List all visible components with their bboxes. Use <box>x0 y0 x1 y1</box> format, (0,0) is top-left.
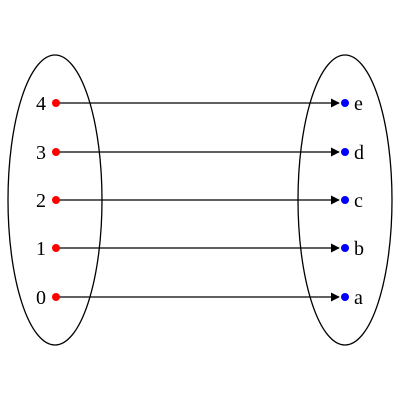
codomain-point <box>341 196 349 204</box>
codomain-point <box>341 99 349 107</box>
domain-point <box>52 244 60 252</box>
domain-label: 3 <box>36 142 46 164</box>
domain-point <box>52 99 60 107</box>
codomain-label: c <box>354 190 363 212</box>
domain-label: 0 <box>36 287 46 309</box>
codomain-label: e <box>354 93 363 115</box>
codomain-elements: e d c b a <box>341 93 364 309</box>
codomain-point <box>341 244 349 252</box>
codomain-label: a <box>354 287 363 309</box>
domain-point <box>52 196 60 204</box>
arrows-layer <box>56 98 340 302</box>
codomain-label: d <box>354 142 364 164</box>
domain-elements: 4 3 2 1 0 <box>36 93 60 309</box>
domain-label: 2 <box>36 190 46 212</box>
codomain-label: b <box>354 238 364 260</box>
codomain-point <box>341 148 349 156</box>
domain-label: 1 <box>36 238 46 260</box>
domain-label: 4 <box>36 93 46 115</box>
domain-point <box>52 148 60 156</box>
codomain-point <box>341 293 349 301</box>
domain-point <box>52 293 60 301</box>
